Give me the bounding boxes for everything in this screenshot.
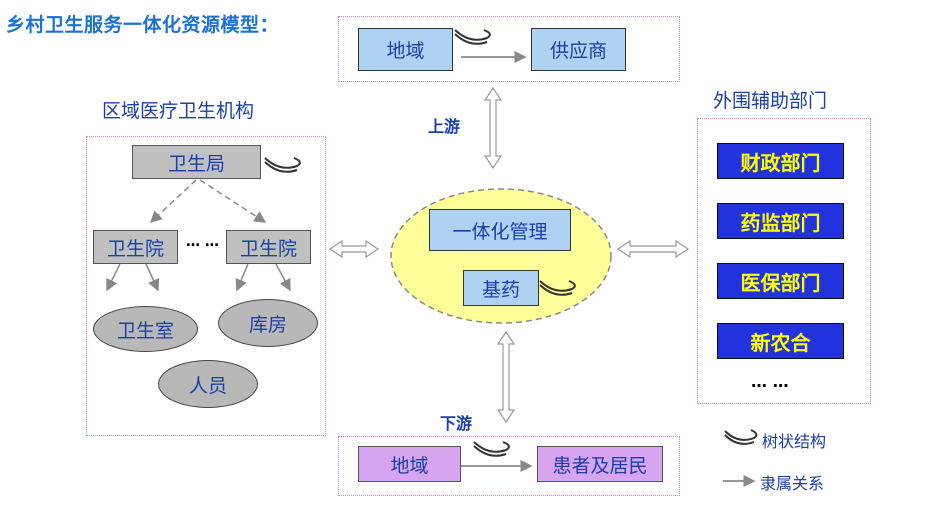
integrated-management-box: 一体化管理 xyxy=(429,209,571,251)
finance-department-box: 财政部门 xyxy=(717,143,844,179)
upstream-label: 上游 xyxy=(428,117,461,136)
health-center-right-box: 卫生院 xyxy=(226,230,311,264)
external-group xyxy=(697,118,871,404)
external-double-arrow xyxy=(616,239,690,259)
hospital-left-to-b-line xyxy=(145,263,160,292)
legend-tree-label: 树状结构 xyxy=(762,432,827,451)
diagram-title: 乡村卫生服务一体化资源模型： xyxy=(6,14,280,36)
upstream-region-box: 地域 xyxy=(358,28,453,71)
hospital-right-to-b-line xyxy=(275,263,291,292)
health-center-left-box: 卫生院 xyxy=(93,230,178,264)
downstream-patients-box: 患者及居民 xyxy=(537,446,663,482)
staff-node: 人员 xyxy=(158,360,258,408)
regional-heading: 区域医疗卫生机构 xyxy=(102,100,255,122)
tree-curl-icon xyxy=(454,29,491,45)
health-bureau-box: 卫生局 xyxy=(132,145,261,179)
regional-double-arrow xyxy=(328,239,380,259)
downstream-double-arrow xyxy=(496,330,516,424)
upstream-supplier-box: 供应商 xyxy=(531,28,626,71)
essential-medicine-box: 基药 xyxy=(463,270,539,306)
external-heading: 外围辅助部门 xyxy=(713,90,828,112)
external-more-ellipsis: … … xyxy=(751,372,789,391)
upstream-double-arrow xyxy=(483,86,503,170)
new-rural-cooperative-box: 新农合 xyxy=(717,323,844,359)
hospital-left-to-a-line xyxy=(106,263,121,292)
downstream-region-box: 地域 xyxy=(358,446,461,482)
hospital-right-to-a-line xyxy=(235,263,249,292)
tree-curl-icon xyxy=(264,157,301,173)
legend-subordinate-label: 隶属关系 xyxy=(760,474,825,493)
bureau-to-hospital-left-line xyxy=(149,179,197,224)
regional-group xyxy=(86,136,326,436)
hospital-ellipsis: … … xyxy=(186,234,219,250)
tree-curl-icon xyxy=(539,280,576,296)
warehouse-node: 库房 xyxy=(218,299,318,347)
downstream-group xyxy=(338,436,680,496)
drug-supervision-department-box: 药监部门 xyxy=(717,203,844,239)
clinic-node: 卫生室 xyxy=(93,306,198,352)
medical-insurance-department-box: 医保部门 xyxy=(717,263,844,299)
downstream-label: 下游 xyxy=(440,414,473,433)
bureau-to-hospital-right-line xyxy=(199,179,267,223)
tree-curl-icon xyxy=(473,441,510,457)
legend-tree-curl-icon xyxy=(724,429,758,445)
upstream-group xyxy=(338,16,680,82)
